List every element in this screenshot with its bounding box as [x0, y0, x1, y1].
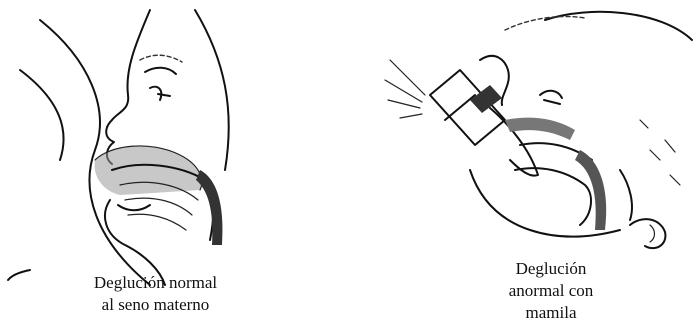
- caption-normal-swallowing: Deglución normal al seno materno: [48, 272, 263, 316]
- caption-left-line1: Deglución normal: [48, 272, 263, 294]
- bottle-collar: [470, 85, 502, 113]
- caption-right-line3: mamila: [476, 302, 626, 324]
- throat-shading: [575, 150, 606, 230]
- baby-bottle: [430, 70, 505, 145]
- hair-strokes: [640, 120, 680, 185]
- caption-right-line1: Deglución: [476, 258, 626, 280]
- baby-ear: [630, 219, 665, 248]
- palate-shading: [505, 118, 575, 140]
- caption-left-line2: al seno materno: [48, 294, 263, 316]
- baby-face-profile: [106, 10, 150, 164]
- caption-right-line2: anormal con: [476, 280, 626, 302]
- caption-abnormal-swallowing: Deglución anormal con mamila: [476, 258, 626, 324]
- baby-eye: [145, 68, 176, 74]
- jaw-shading: [196, 170, 223, 245]
- baby-eye-right: [540, 91, 562, 104]
- tongue-right: [515, 168, 591, 225]
- bottle-feeding-panel: Deglución anormal con mamila: [330, 0, 693, 323]
- bottle-spray-lines: [385, 60, 425, 118]
- breastfeeding-panel: Deglución normal al seno materno: [0, 0, 330, 323]
